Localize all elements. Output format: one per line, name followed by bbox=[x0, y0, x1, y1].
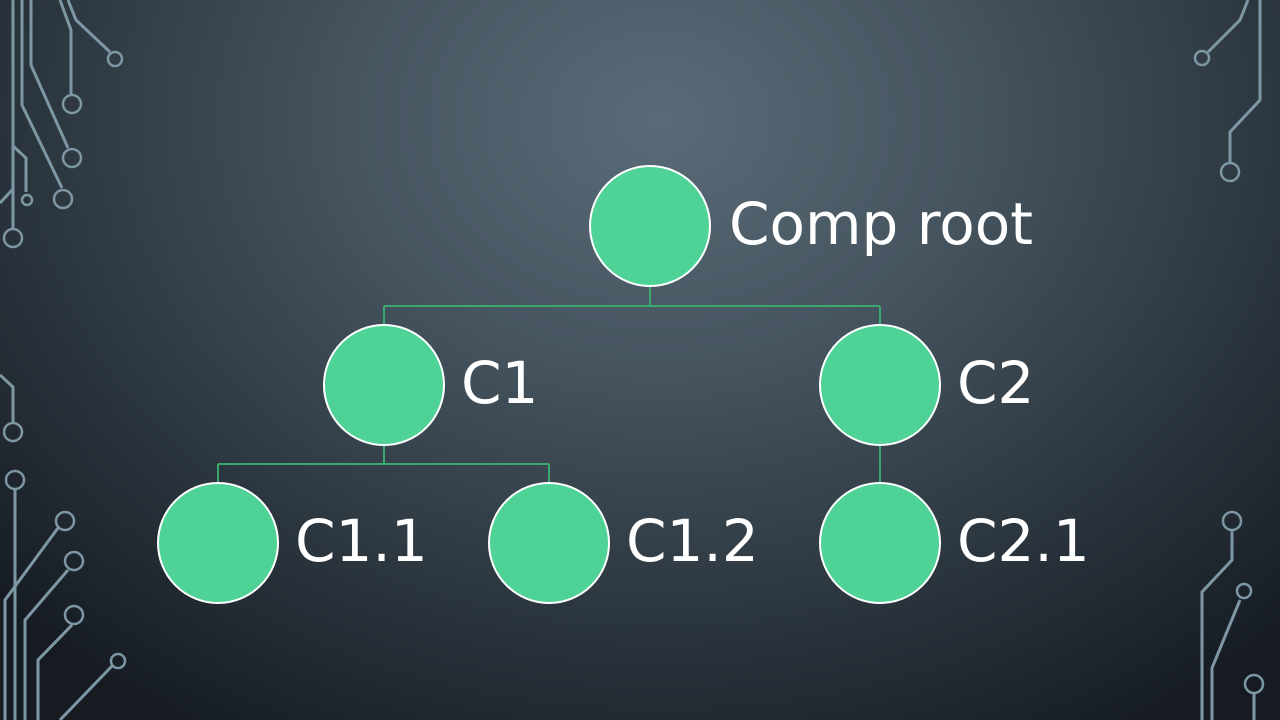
node-circle bbox=[157, 482, 279, 604]
node-root: Comp root bbox=[589, 165, 1033, 287]
node-label: C1 bbox=[461, 349, 538, 417]
node-circle bbox=[819, 482, 941, 604]
node-circle bbox=[323, 324, 445, 446]
node-c2: C2 bbox=[819, 324, 1034, 446]
node-label: C1.2 bbox=[626, 507, 759, 575]
node-c1: C1 bbox=[323, 324, 538, 446]
circuit-bottom-right-icon bbox=[1200, 510, 1265, 720]
node-label: C1.1 bbox=[295, 507, 428, 575]
node-circle bbox=[589, 165, 711, 287]
circuit-top-right-icon bbox=[1193, 0, 1262, 183]
node-c2-1: C2.1 bbox=[819, 482, 1090, 604]
circuit-top-left-icon bbox=[0, 0, 124, 249]
node-label: C2 bbox=[957, 349, 1034, 417]
node-c1-2: C1.2 bbox=[488, 482, 759, 604]
node-circle bbox=[819, 324, 941, 446]
connector-c1-children bbox=[217, 445, 550, 483]
node-label: Comp root bbox=[729, 190, 1033, 258]
node-circle bbox=[488, 482, 610, 604]
node-label: C2.1 bbox=[957, 507, 1090, 575]
node-c1-1: C1.1 bbox=[157, 482, 428, 604]
connector-root-children bbox=[383, 286, 881, 325]
circuit-bottom-left-icon bbox=[0, 373, 127, 720]
